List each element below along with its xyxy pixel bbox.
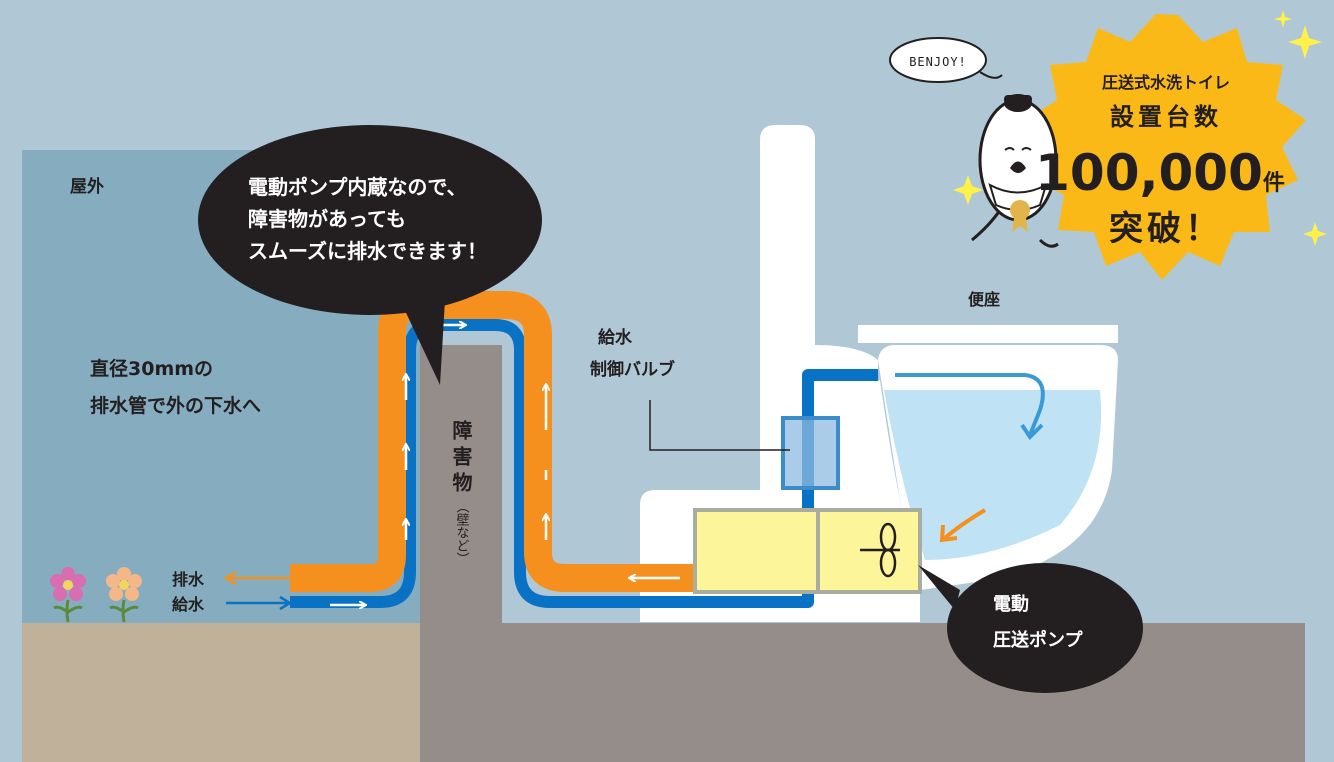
- outdoor-label: 屋外: [70, 176, 104, 197]
- supply-inlet-arrow: [226, 595, 293, 611]
- mascot-bubble-text: BENJOY!: [909, 55, 967, 69]
- supply-label: 給水: [172, 595, 205, 614]
- drain-pipe: [290, 291, 700, 592]
- badge-line1: 圧送式水洗トイレ: [1102, 73, 1230, 92]
- supply-valve: [781, 416, 840, 490]
- flower-icon: [50, 567, 86, 623]
- drain-outlet-arrow: [223, 570, 290, 586]
- sparkle-icon: [953, 10, 1327, 246]
- drain-arrow: [943, 508, 987, 540]
- mascot-character: [971, 94, 1059, 248]
- badge-line3: 突破！: [1109, 209, 1223, 249]
- pump-bubble-line1: 電動: [993, 593, 1029, 615]
- mascot-bubble: [889, 37, 1003, 83]
- pipe-note-line1: 直径30mmの: [90, 357, 213, 380]
- main-speech-bubble: [198, 125, 542, 385]
- pump-box: [693, 508, 922, 594]
- main-bubble-line2: 障害物があっても: [248, 207, 406, 231]
- pipe-note-line2: 排水管で外の下水へ: [90, 394, 261, 417]
- valve-label-line2: 制御バルブ: [590, 359, 675, 380]
- badge-number: 100,000件: [1035, 144, 1285, 202]
- obstacle-sub-label: （壁など）: [454, 500, 470, 565]
- obstacle-label: 障害物: [449, 419, 473, 498]
- flower-icon: [106, 567, 142, 623]
- rinse-arrow: [895, 373, 1045, 436]
- obstacle-wall: [420, 345, 502, 762]
- drain-label: 排水: [172, 570, 205, 589]
- valve-leader-line: [649, 400, 790, 451]
- flow-arrows: [330, 325, 680, 605]
- pump-bubble-line2: 圧送ポンプ: [993, 629, 1083, 651]
- main-bubble-line3: スムーズに排水できます！: [248, 239, 487, 263]
- valve-label-line1: 給水: [598, 327, 633, 348]
- pump-speech-bubble: [918, 563, 1143, 693]
- pump-fan-icon: [860, 522, 900, 578]
- bowl-water: [884, 390, 1102, 560]
- record-badge: [1026, 14, 1306, 280]
- ground: [22, 623, 427, 762]
- main-bubble-line1: 電動ポンプ内蔵なので、: [248, 175, 467, 199]
- indoor-floor: [420, 623, 1305, 762]
- badge-line2: 設置台数: [1110, 103, 1222, 131]
- supply-pipe: [290, 319, 878, 608]
- seat-label: 便座: [968, 290, 1000, 309]
